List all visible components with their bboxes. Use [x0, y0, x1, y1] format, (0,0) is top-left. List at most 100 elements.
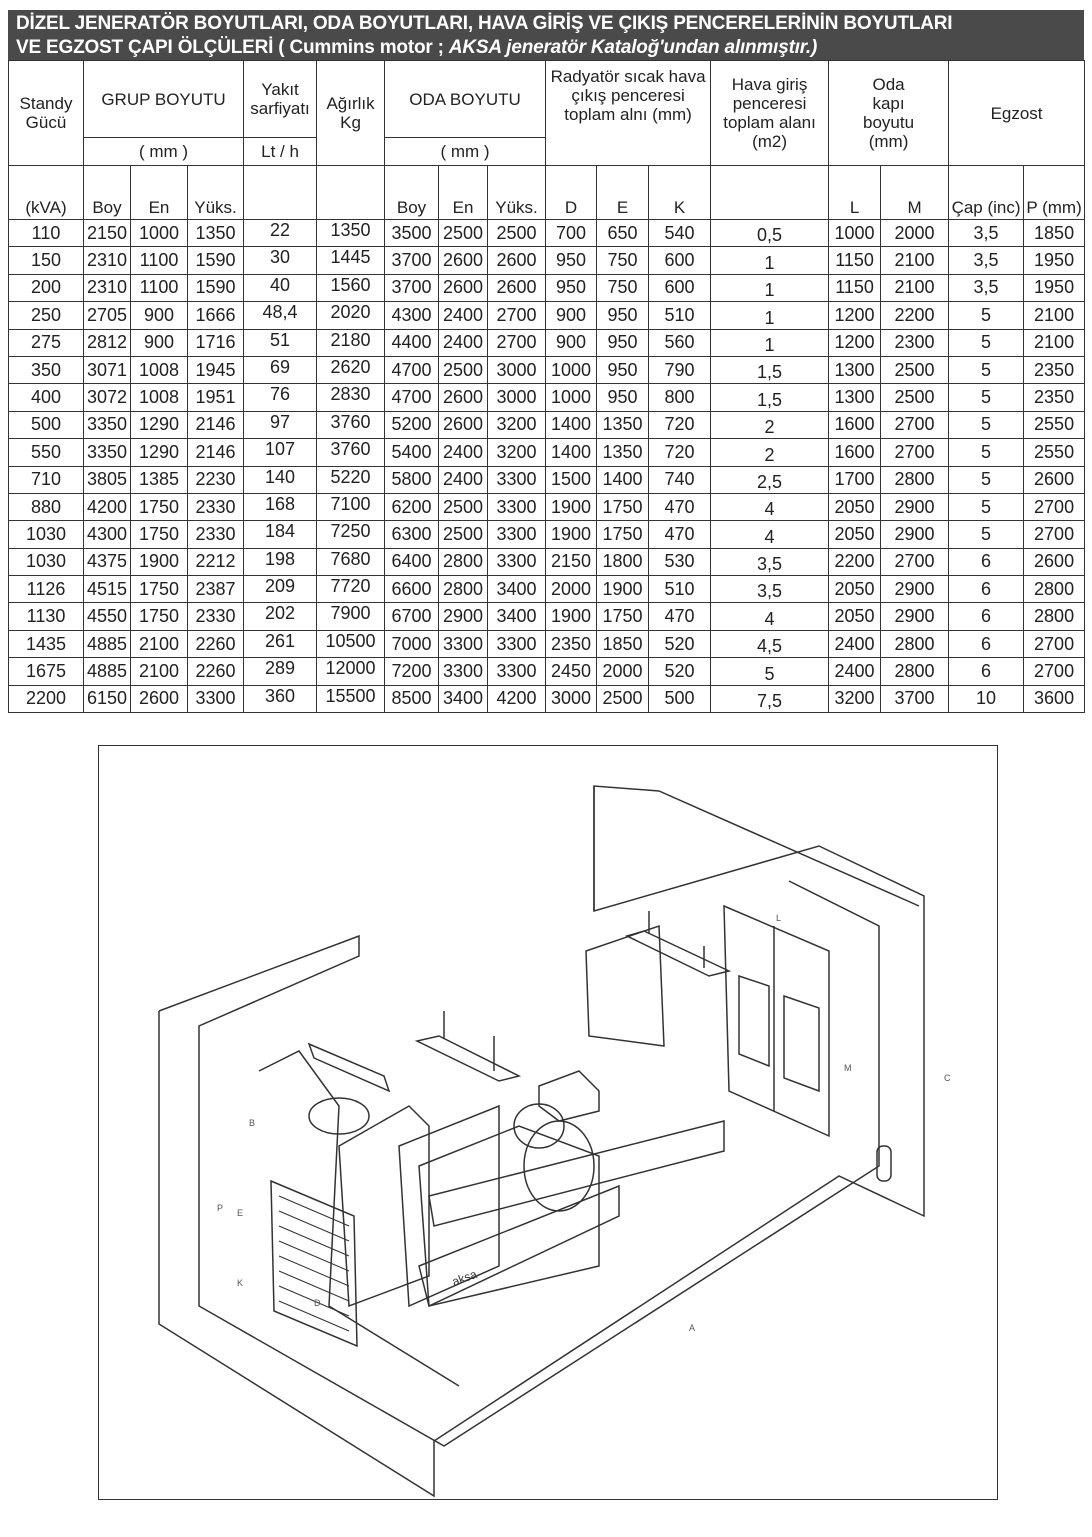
- table-cell: 900: [545, 328, 598, 357]
- table-cell: 1,5: [710, 383, 830, 412]
- table-cell: 3,5: [710, 575, 830, 604]
- table-cell: 2812: [83, 328, 131, 357]
- table-cell: 5: [948, 438, 1025, 467]
- table-cell: 2100: [880, 246, 950, 275]
- table-cell: 2330: [186, 520, 245, 549]
- table-cell: 2500: [438, 492, 489, 522]
- table-cell: 1590: [186, 273, 245, 303]
- table-cell: 550: [8, 438, 84, 467]
- table-cell: 3200: [828, 684, 882, 714]
- table-cell: 6: [948, 575, 1025, 604]
- table-cell: 3500: [384, 218, 440, 248]
- table-cell: 5220: [316, 465, 386, 494]
- table-cell: 3700: [384, 273, 440, 303]
- table-cell: 2100: [130, 657, 188, 686]
- table-cell: 350: [8, 355, 84, 385]
- table-cell: 600: [648, 273, 712, 303]
- table-cell: 184: [243, 520, 318, 549]
- subheader-cell: Yüks.: [186, 165, 245, 220]
- table-cell: 4200: [487, 684, 547, 714]
- subheader-cell: Boy: [83, 165, 131, 220]
- table-cell: 2500: [438, 355, 489, 385]
- table-cell: 3760: [316, 410, 386, 440]
- subheader-cell: L: [828, 165, 882, 220]
- table-cell: 2700: [1023, 657, 1086, 686]
- table-cell: 540: [648, 218, 712, 248]
- table-cell: 2900: [438, 602, 489, 631]
- table-cell: 168: [243, 492, 318, 522]
- table-cell: 202: [243, 602, 318, 631]
- table-cell: 1385: [130, 465, 188, 494]
- table-cell: 7720: [316, 575, 386, 604]
- table-cell: 4: [710, 602, 830, 631]
- table-cell: 7,5: [710, 684, 830, 714]
- table-cell: 1500: [545, 465, 598, 494]
- table-cell: 1400: [545, 410, 598, 440]
- table-cell: 720: [648, 438, 712, 467]
- table-cell: 1150: [828, 246, 882, 275]
- table-cell: 2600: [487, 246, 547, 275]
- table-cell: 5: [948, 328, 1025, 357]
- table-cell: 6: [948, 547, 1025, 577]
- table-cell: 51: [243, 328, 318, 357]
- table-cell: 4550: [83, 602, 131, 631]
- dimension-labels: A C D E K L M P B: [217, 913, 951, 1333]
- table-cell: 1: [710, 301, 830, 330]
- table-cell: 4300: [83, 520, 131, 549]
- subheader-cell: Boy: [384, 165, 440, 220]
- table-cell: 2150: [83, 218, 131, 248]
- table-cell: 2900: [880, 575, 950, 604]
- table-cell: 3072: [83, 383, 131, 412]
- table-cell: 5800: [384, 465, 440, 494]
- table-cell: 2600: [130, 684, 188, 714]
- fire-extinguisher: [876, 1145, 892, 1182]
- table-cell: 520: [648, 629, 712, 659]
- table-cell: 2350: [1023, 383, 1086, 412]
- table-cell: 2900: [880, 602, 950, 631]
- table-cell: 1750: [130, 575, 188, 604]
- table-cell: 2700: [487, 301, 547, 330]
- table-cell: 2620: [316, 355, 386, 385]
- table-cell: 1900: [545, 602, 598, 631]
- table-cell: 140: [243, 465, 318, 494]
- table-cell: 2700: [880, 410, 950, 440]
- table-cell: 6700: [384, 602, 440, 631]
- table-cell: 2830: [316, 383, 386, 412]
- header-oda: ODA BOYUTU: [384, 60, 547, 138]
- table-cell: 4,5: [710, 629, 830, 659]
- table-cell: 200: [8, 273, 84, 303]
- generator-dimensions-table: Standy Gücü GRUP BOYUTU Yakıt sarfiyatı …: [8, 60, 1086, 714]
- document-title: DİZEL JENERATÖR BOYUTLARI, ODA BOYUTLARI…: [8, 10, 1084, 60]
- table-cell: 2700: [487, 328, 547, 357]
- table-cell: 7200: [384, 657, 440, 686]
- subheader-cell: [710, 165, 830, 220]
- table-cell: 1: [710, 273, 830, 303]
- table-cell: 4700: [384, 355, 440, 385]
- table-cell: 1750: [130, 492, 188, 522]
- table-cell: 2700: [1023, 492, 1086, 522]
- table-cell: 720: [648, 410, 712, 440]
- table-cell: 3,5: [948, 246, 1025, 275]
- dim-label-c: C: [944, 1073, 951, 1083]
- dim-label-a: A: [689, 1323, 695, 1333]
- table-cell: 900: [130, 301, 188, 330]
- table-cell: 12000: [316, 657, 386, 686]
- table-cell: 1435: [8, 629, 84, 659]
- subheader-cell: E: [596, 165, 650, 220]
- table-cell: 250: [8, 301, 84, 330]
- table-cell: 2705: [83, 301, 131, 330]
- table-cell: 1900: [596, 575, 650, 604]
- table-cell: 1750: [596, 492, 650, 522]
- table-cell: 3760: [316, 438, 386, 467]
- table-cell: 2020: [316, 301, 386, 330]
- table-cell: 2800: [1023, 575, 1086, 604]
- table-cell: 2100: [1023, 301, 1086, 330]
- table-cell: 6150: [83, 684, 131, 714]
- table-cell: 2900: [880, 492, 950, 522]
- table-cell: 2450: [545, 657, 598, 686]
